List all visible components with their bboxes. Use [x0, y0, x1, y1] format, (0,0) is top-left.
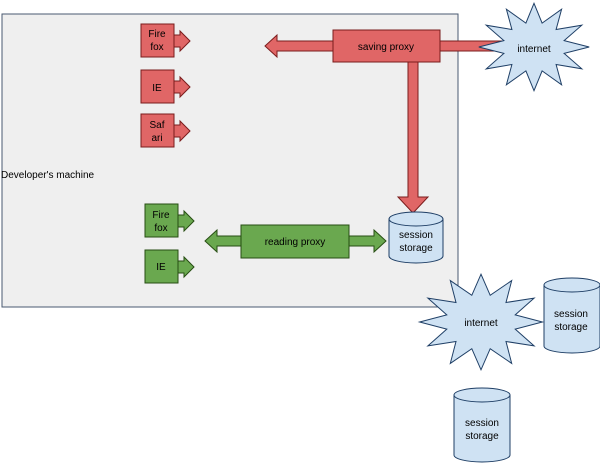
- svg-text:IE: IE: [152, 83, 162, 94]
- svg-text:Fire: Fire: [152, 210, 170, 221]
- svg-text:session: session: [465, 418, 499, 429]
- svg-text:fox: fox: [150, 42, 163, 53]
- session-storage-local: session storage: [388, 211, 444, 264]
- internet-bottom-label: internet: [464, 318, 498, 329]
- svg-text:fox: fox: [154, 223, 167, 234]
- reading-proxy-box: [240, 224, 350, 259]
- session-storage-right: session storage: [543, 277, 600, 354]
- saving-proxy-down-arrow: [396, 61, 430, 214]
- svg-text:storage: storage: [465, 431, 499, 442]
- svg-text:storage: storage: [554, 322, 588, 333]
- browser-firefox-recording: Fire fox: [140, 23, 191, 58]
- svg-text:session: session: [554, 309, 588, 320]
- svg-text:storage: storage: [399, 243, 433, 254]
- saving-proxy-box: [332, 29, 441, 63]
- browser-ie-replay: IE: [144, 249, 195, 284]
- session-storage-bottom: session storage: [453, 387, 511, 463]
- reading-proxy-label: reading proxy: [265, 237, 326, 248]
- developer-machine-box: [1, 13, 459, 308]
- internet-bottom-cloud: internet: [417, 272, 545, 372]
- svg-text:IE: IE: [156, 262, 166, 273]
- svg-text:ari: ari: [151, 133, 162, 144]
- internet-top-cloud: internet: [478, 1, 590, 93]
- svg-text:Saf: Saf: [149, 120, 164, 131]
- internet-top-label: internet: [517, 44, 551, 55]
- browser-safari-recording: Saf ari: [140, 113, 191, 148]
- developer-machine-label: Developer's machine: [1, 170, 95, 181]
- svg-text:session: session: [399, 230, 433, 241]
- svg-text:Fire: Fire: [148, 29, 166, 40]
- saving-proxy-label: saving proxy: [358, 42, 414, 53]
- browser-ie-recording: IE: [140, 69, 191, 104]
- browser-firefox-replay: Fire fox: [144, 203, 195, 238]
